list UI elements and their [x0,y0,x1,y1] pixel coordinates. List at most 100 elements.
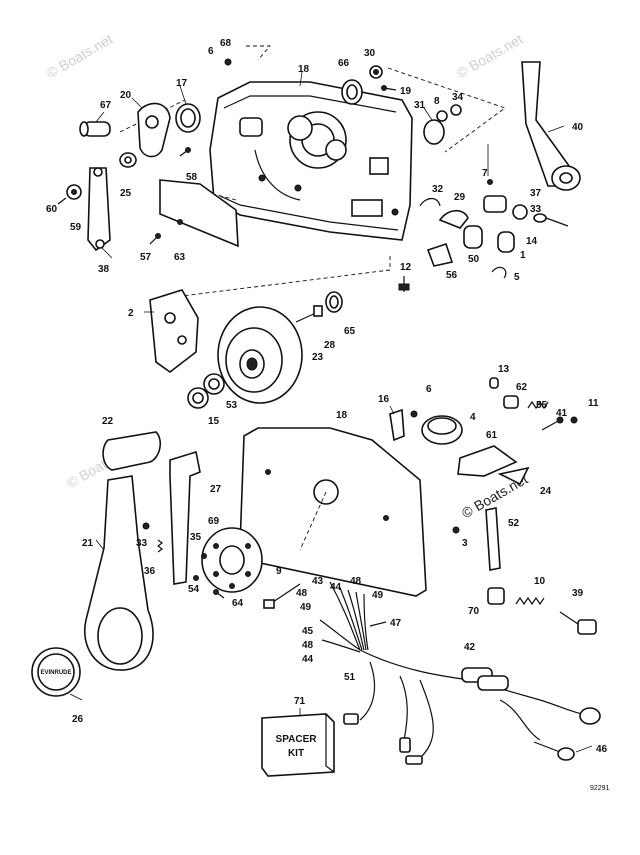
upper-housing-part-18 [209,81,413,241]
roller-part-67 [79,121,111,137]
callout-56: 56 [446,270,458,281]
gear-housing-part-23 [217,306,303,404]
callout-4: 4 [470,412,476,423]
ring-part-53 [203,373,225,395]
callout-18: 18 [298,64,310,75]
lower-housing-part-18 [239,427,427,597]
pin-part-13 [489,377,499,389]
wire-bundle-parts-43-51 [319,581,369,653]
cap-part-46 [533,741,575,761]
callout-7: 7 [482,168,488,179]
assembly-line [149,256,391,301]
callout-25: 25 [120,188,132,199]
nut-part-30 [369,65,383,79]
spring-part-10 [515,596,545,606]
screw-part-11 [570,416,578,424]
detent-part-62 [503,395,519,409]
ring-part-66 [341,79,363,105]
screw-part-28 [295,305,323,323]
washer-part-8 [436,110,448,122]
callout-68: 68 [220,38,232,49]
block-part-70 [487,587,505,605]
clip-part-33-lower [142,522,150,530]
spring-part-36 [157,539,163,553]
callout-71: 71 [294,696,306,707]
callout-51: 51 [344,672,356,683]
spacer-kit-part-71: SPACER KIT [261,713,335,777]
callout-32: 32 [432,184,444,195]
callout-33: 33 [530,204,542,215]
disc-part-31 [423,119,445,145]
callout-41: 41 [556,408,568,419]
callout-47: 47 [390,618,402,629]
callout-60: 60 [46,204,58,215]
callout-58: 58 [186,172,198,183]
callout-50: 50 [468,254,480,265]
plate-part-63 [159,179,239,248]
screw-part-64 [213,589,225,599]
callout-24: 24 [540,486,552,497]
knob-part-37 [483,195,507,213]
bushing-part-1 [497,231,515,253]
callout-16: 16 [378,394,390,405]
callout-10: 10 [534,576,546,587]
callout-19: 19 [400,86,412,97]
screw-part-41 [541,416,564,431]
assembly-line [246,45,271,61]
callout-23: 23 [312,352,324,363]
clip-part-32 [419,197,441,207]
lever-part-52 [485,507,501,571]
callout-48b: 48 [296,588,308,599]
bracket-part-56 [426,242,454,267]
lever-part-40 [521,61,581,191]
callout-35: 35 [190,532,202,543]
drawing-code: 92291 [590,785,610,792]
callout-36: 36 [144,566,156,577]
screw-part-19 [381,85,397,91]
callout-30: 30 [364,48,376,59]
callout-labels: 68 6 18 66 30 19 8 34 31 17 20 67 40 58 … [46,38,608,755]
cam-part-20 [137,102,171,158]
screw-part-54 [193,575,199,581]
assembly-line [299,491,327,551]
callout-59: 59 [70,222,82,233]
link-part-59 [87,167,111,252]
callout-54: 54 [188,584,200,595]
callout-49: 49 [300,602,312,613]
cover-part-61 [457,445,518,477]
callout-18b: 18 [336,410,348,421]
callout-15: 15 [208,416,220,427]
clip-part-33-upper [533,213,569,227]
harness-part-42 [343,649,601,765]
screw-part-7 [487,179,493,185]
callout-21: 21 [82,538,94,549]
callout-31: 31 [414,100,426,111]
callout-14: 14 [526,236,538,247]
screw-part-6-upper [224,58,232,66]
callout-64: 64 [232,598,244,609]
callout-26: 26 [72,714,84,725]
callout-20: 20 [120,90,132,101]
callout-1: 1 [520,250,526,261]
callout-49b: 49 [372,590,384,601]
callout-48c: 48 [302,640,314,651]
callout-61: 61 [486,430,498,441]
screw-part-6-mid [410,410,418,418]
callout-22: 22 [102,416,114,427]
callout-11: 11 [588,398,599,409]
callout-17: 17 [176,78,188,89]
callout-44b: 44 [302,654,314,665]
callout-69: 69 [208,516,220,527]
callout-37: 37 [530,188,542,199]
rail-part-27 [169,450,201,585]
callout-6b: 6 [426,384,432,395]
callout-63: 63 [174,252,186,263]
callout-62: 62 [516,382,528,393]
bolt-part-9 [263,583,301,609]
callout-8: 8 [434,96,440,107]
callout-43: 43 [312,576,324,587]
callout-52: 52 [508,518,520,529]
spacer-kit-label-line2: KIT [288,748,304,759]
washer-part-60 [57,184,82,205]
